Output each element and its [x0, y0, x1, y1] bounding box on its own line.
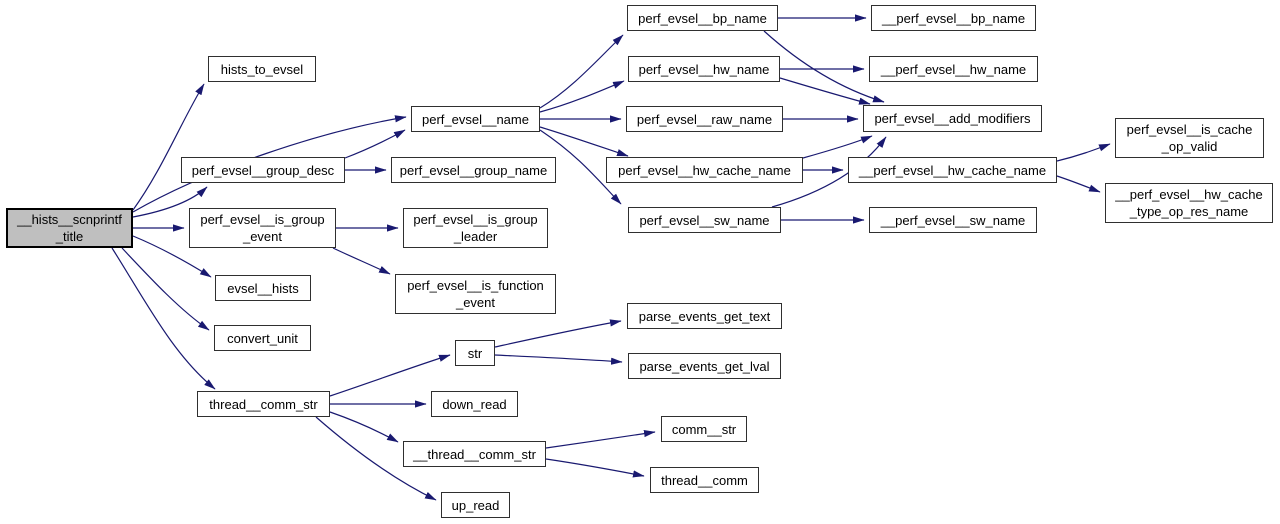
edge-thread__comm_str--str: [329, 354, 451, 397]
edge-perf_evsel__bp_name--perf_evsel__add_modifiers: [763, 30, 885, 103]
node-perf_evsel__hw_cache_name[interactable]: perf_evsel__hw_cache_name: [606, 157, 803, 183]
node-perf_evsel__raw_name[interactable]: perf_evsel__raw_name: [626, 106, 783, 132]
node-__perf_evsel__hw_cache_name[interactable]: __perf_evsel__hw_cache_name: [848, 157, 1057, 183]
edge-__hists__scnprintf_title--evsel__hists: [132, 235, 212, 278]
node-parse_events_get_text[interactable]: parse_events_get_text: [627, 303, 782, 329]
node-perf_evsel__name[interactable]: perf_evsel__name: [411, 106, 540, 132]
edge-perf_evsel__name--perf_evsel__hw_name: [539, 80, 625, 113]
node-perf_evsel__group_desc[interactable]: perf_evsel__group_desc: [181, 157, 345, 183]
node-perf_evsel__bp_name[interactable]: perf_evsel__bp_name: [627, 5, 778, 31]
edge-perf_evsel__is_group_event--perf_evsel__is_function_event: [332, 247, 391, 275]
node-thread__comm[interactable]: thread__comm: [650, 467, 759, 493]
node-__perf_evsel__hw_cache_type_op_res_name[interactable]: __perf_evsel__hw_cache _type_op_res_name: [1105, 183, 1273, 223]
node-comm__str[interactable]: comm__str: [661, 416, 747, 442]
edge-thread__comm_str--up_read: [315, 416, 437, 501]
node-perf_evsel__add_modifiers[interactable]: perf_evsel__add_modifiers: [863, 105, 1042, 132]
node-__perf_evsel__bp_name[interactable]: __perf_evsel__bp_name: [871, 5, 1036, 31]
node-__hists__scnprintf_title: __hists__scnprintf _title: [6, 208, 133, 248]
node-convert_unit[interactable]: convert_unit: [214, 325, 311, 351]
edge-__thread__comm_str--thread__comm: [545, 458, 645, 478]
edge-__perf_evsel__hw_cache_name--__perf_evsel__hw_cache_type_op_res_name: [1056, 175, 1101, 193]
edge-perf_evsel__name--perf_evsel__hw_cache_name: [539, 126, 629, 157]
edge-perf_evsel__hw_name--perf_evsel__add_modifiers: [779, 77, 871, 105]
edge-thread__comm_str--__thread__comm_str: [329, 411, 399, 443]
node-perf_evsel__is_function_event[interactable]: perf_evsel__is_function _event: [395, 274, 556, 314]
node-str[interactable]: str: [455, 340, 495, 366]
edge-str--parse_events_get_text: [494, 319, 622, 348]
edge-perf_evsel__sw_name--perf_evsel__add_modifiers: [771, 136, 887, 208]
node-parse_events_get_lval[interactable]: parse_events_get_lval: [628, 353, 781, 379]
edge-__perf_evsel__hw_cache_name--perf_evsel__is_cache_op_valid: [1056, 143, 1111, 162]
node-perf_evsel__sw_name[interactable]: perf_evsel__sw_name: [628, 207, 781, 233]
edge-__hists__scnprintf_title--perf_evsel__name: [132, 115, 407, 213]
node-perf_evsel__is_group_event[interactable]: perf_evsel__is_group _event: [189, 208, 336, 248]
edge-perf_evsel__name--perf_evsel__bp_name: [539, 34, 624, 109]
node-hists_to_evsel[interactable]: hists_to_evsel: [208, 56, 316, 82]
edge-__hists__scnprintf_title--thread__comm_str: [111, 247, 216, 390]
edge-__hists__scnprintf_title--perf_evsel__group_desc: [132, 186, 208, 218]
edge-perf_evsel__hw_cache_name--perf_evsel__add_modifiers: [802, 135, 873, 159]
edge-str--parse_events_get_lval: [494, 354, 623, 365]
node-perf_evsel__hw_name[interactable]: perf_evsel__hw_name: [628, 56, 780, 82]
node-__thread__comm_str[interactable]: __thread__comm_str: [403, 441, 546, 467]
edge-__hists__scnprintf_title--hists_to_evsel: [132, 83, 205, 211]
edge-perf_evsel__group_desc--perf_evsel__name: [344, 129, 406, 159]
node-perf_evsel__group_name[interactable]: perf_evsel__group_name: [391, 157, 556, 183]
node-evsel__hists[interactable]: evsel__hists: [215, 275, 311, 301]
edge-perf_evsel__name--perf_evsel__sw_name: [539, 129, 622, 205]
node-perf_evsel__is_cache_op_valid[interactable]: perf_evsel__is_cache _op_valid: [1115, 118, 1264, 158]
node-up_read[interactable]: up_read: [441, 492, 510, 518]
node-thread__comm_str[interactable]: thread__comm_str: [197, 391, 330, 417]
edge-__hists__scnprintf_title--convert_unit: [121, 247, 210, 331]
edge-__thread__comm_str--comm__str: [545, 429, 656, 449]
node-down_read[interactable]: down_read: [431, 391, 518, 417]
node-__perf_evsel__sw_name[interactable]: __perf_evsel__sw_name: [869, 207, 1037, 233]
node-perf_evsel__is_group_leader[interactable]: perf_evsel__is_group _leader: [403, 208, 548, 248]
node-__perf_evsel__hw_name[interactable]: __perf_evsel__hw_name: [869, 56, 1038, 82]
